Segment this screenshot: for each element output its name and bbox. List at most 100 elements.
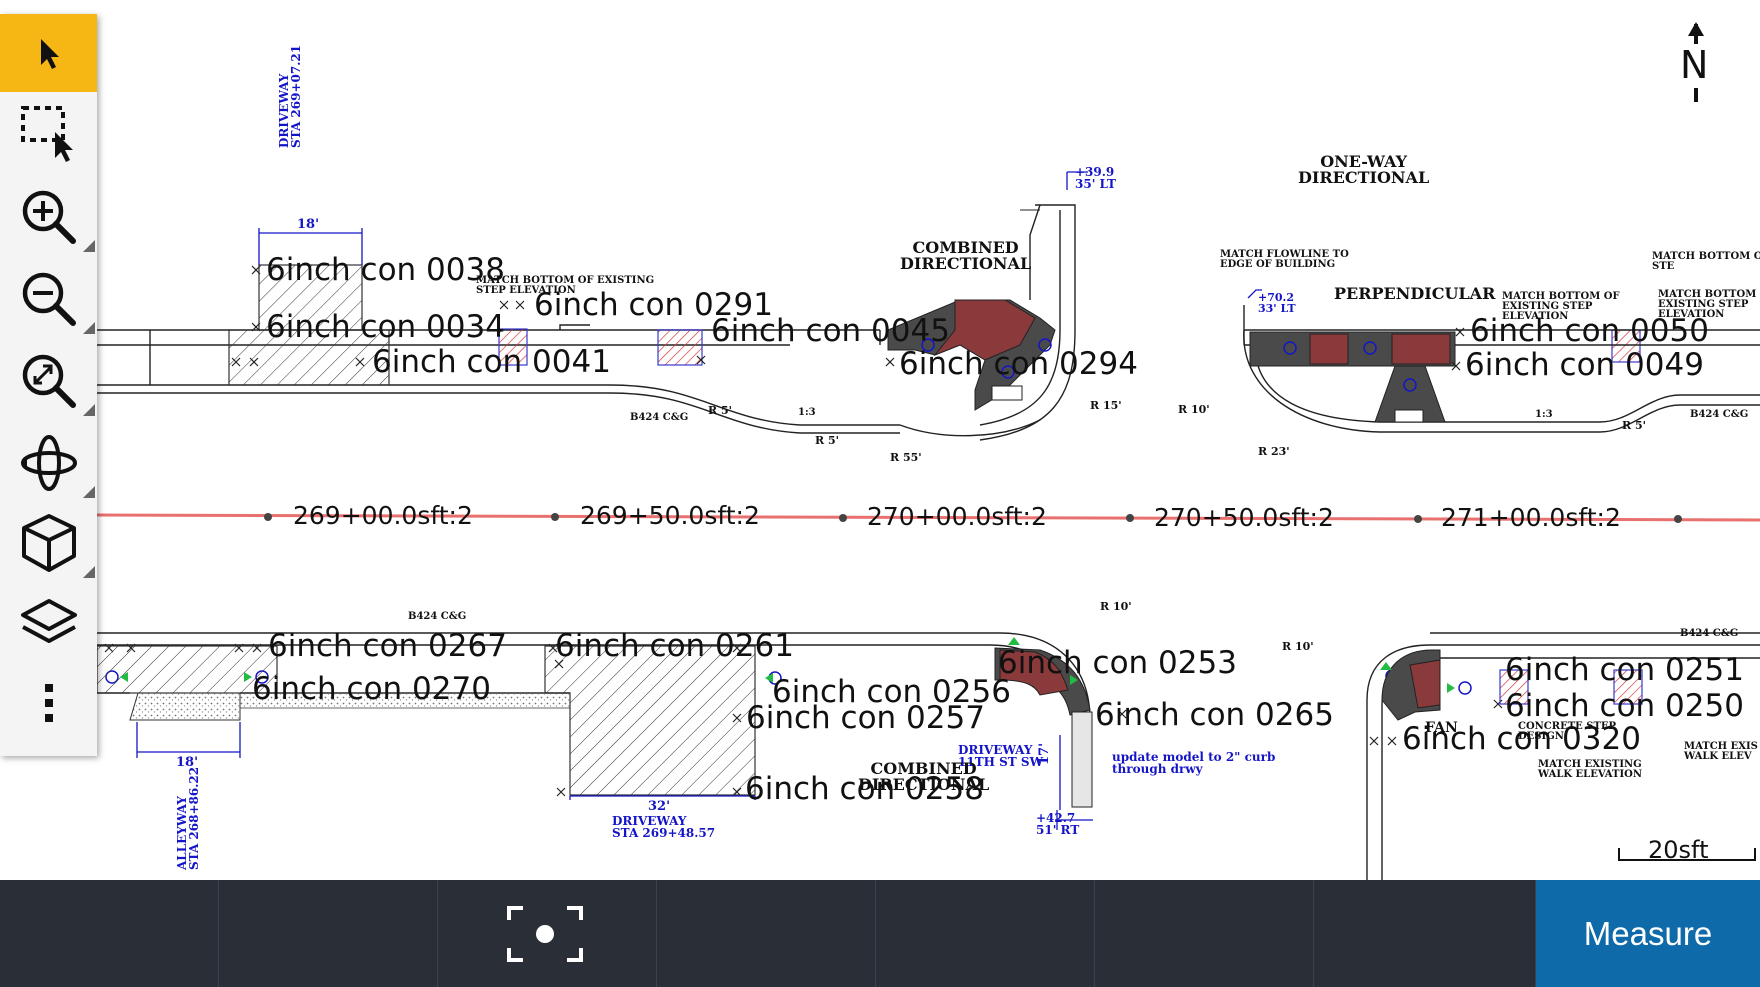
note-match-flowline: MATCH FLOWLINE TO EDGE OF BUILDING — [1220, 249, 1349, 270]
driveway-hatch-bottom-2 — [544, 645, 756, 796]
point-label-0265[interactable]: 6inch con 0265 — [1095, 697, 1334, 733]
dim-18-top: 18' — [297, 217, 320, 232]
dim-32: 32' — [648, 799, 671, 814]
zoom-out-button[interactable] — [0, 260, 97, 338]
label-combined-directional-2: COMBINED DIRECTIONAL — [858, 759, 990, 794]
action-slot-empty[interactable] — [219, 880, 438, 987]
more-tools-button[interactable] — [0, 664, 97, 742]
step-patch — [1611, 329, 1641, 363]
3d-view-button[interactable] — [0, 504, 97, 582]
point-label-0250[interactable]: 6inch con 0250 — [1505, 688, 1744, 724]
measure-button[interactable]: Measure — [1536, 880, 1760, 987]
zoom-in-button[interactable] — [0, 178, 97, 256]
point-label-0270[interactable]: 6inch con 0270 — [252, 671, 491, 707]
capture-screenshot-icon[interactable] — [505, 904, 585, 964]
offset-top: +39.9 35' LT — [1075, 165, 1116, 191]
submenu-corner-icon — [83, 404, 95, 416]
radius-r15: R 15' — [1090, 399, 1122, 412]
ramp-combined-directional-bottom — [994, 647, 1093, 808]
capture-slot[interactable] — [438, 880, 657, 987]
station-label: 269+50.0sft:2 — [580, 501, 760, 530]
offset-mid: +70.2 33' LT — [1258, 291, 1296, 315]
box-select-tool-button[interactable] — [0, 94, 97, 172]
point-label-0294[interactable]: 6inch con 0294 — [899, 346, 1138, 382]
action-slot-empty[interactable] — [0, 880, 219, 987]
point-label-0034[interactable]: 6inch con 0034 — [266, 309, 505, 345]
layers-icon — [20, 599, 77, 643]
scale-bar — [1618, 848, 1756, 861]
zoom-extents-icon — [22, 354, 76, 408]
3d-view-cube-icon — [21, 514, 76, 572]
point-label-0258[interactable]: 6inch con 0258 — [745, 771, 984, 807]
step-patch — [498, 328, 528, 366]
ramp-combined-directional-top — [887, 204, 1076, 441]
point-label-0256[interactable]: 6inch con 0256 — [772, 674, 1011, 710]
step-patch — [657, 329, 703, 366]
dimension-lines-top — [258, 171, 1262, 299]
ramp-perpendicular — [1249, 331, 1456, 423]
more-vertical-icon — [44, 684, 53, 722]
bottom-action-bar: Measure — [0, 880, 1760, 987]
point-label-0253[interactable]: 6inch con 0253 — [998, 645, 1237, 681]
radius-r10a: R 10' — [1178, 403, 1210, 416]
point-label-0261[interactable]: 6inch con 0261 — [555, 628, 794, 664]
select-arrow-icon — [40, 39, 59, 69]
radius-r5c: R 5' — [1622, 419, 1646, 432]
dimension-lines-bottom — [136, 722, 1093, 830]
alignment-station-line — [96, 513, 1760, 522]
orbit-icon — [20, 435, 77, 491]
label-b424-right: B424 C&G — [1690, 409, 1749, 420]
drawing-canvas[interactable]: COMBINED DIRECTIONAL ONE-WAY DIRECTIONAL… — [0, 0, 1760, 880]
radius-r10c: R 10' — [1282, 640, 1314, 653]
layers-button[interactable] — [0, 584, 97, 662]
point-label-0050[interactable]: 6inch con 0050 — [1470, 313, 1709, 349]
point-label-0041[interactable]: 6inch con 0041 — [372, 344, 611, 380]
orbit-button[interactable] — [0, 424, 97, 502]
note-update-model: update model to 2" curb through drwy — [1112, 750, 1276, 776]
zoom-extents-button[interactable] — [0, 342, 97, 420]
station-ticks — [264, 513, 1682, 523]
station-label: 271+00.0sft:2 — [1441, 503, 1621, 532]
north-letter: N — [1680, 43, 1709, 87]
radius-r5b: R 5' — [708, 404, 732, 417]
label-alleyway: ALLEYWAY STA 268+86.22 — [175, 766, 201, 870]
ramp-fan — [1381, 649, 1441, 721]
north-arrow-icon — [1688, 22, 1704, 102]
box-select-icon — [20, 106, 73, 162]
submenu-corner-icon — [83, 322, 95, 334]
zoom-in-icon — [22, 190, 76, 244]
label-driveway-11th: DRIVEWAY 11TH ST SW — [958, 743, 1044, 769]
action-slot-empty[interactable] — [657, 880, 876, 987]
point-label-0291[interactable]: 6inch con 0291 — [534, 287, 773, 323]
radius-r55: R 55' — [890, 451, 922, 464]
select-tool-button[interactable] — [0, 14, 97, 92]
note-match-bottom-2: MATCH BOTTOM OF EXISTING STEP ELEVATION — [1502, 291, 1620, 322]
point-label-0320[interactable]: 6inch con 0320 — [1402, 721, 1641, 757]
point-label-0251[interactable]: 6inch con 0251 — [1505, 652, 1744, 688]
point-label-0049[interactable]: 6inch con 0049 — [1465, 347, 1704, 383]
action-slot-empty[interactable] — [1095, 880, 1314, 987]
label-one-way-directional: ONE-WAY DIRECTIONAL — [1298, 152, 1430, 187]
label-driveway-bottom: DRIVEWAY STA 269+48.57 — [612, 814, 716, 840]
label-combined-directional: COMBINED DIRECTIONAL — [900, 238, 1032, 273]
cad-plan-drawing — [96, 171, 1760, 880]
driveway-hatch-bottom — [96, 645, 278, 694]
point-label-0267[interactable]: 6inch con 0267 — [268, 628, 507, 664]
offset-bottom: +42.7 51' RT — [1036, 811, 1080, 837]
label-perpendicular: PERPENDICULAR — [1334, 284, 1496, 303]
note-match-bottom-right: MATCH BOTTOM O STE — [1652, 251, 1760, 272]
point-label-0038[interactable]: 6inch con 0038 — [266, 252, 505, 288]
label-b424-top: B424 C&G — [630, 412, 689, 423]
submenu-corner-icon — [83, 240, 95, 252]
action-slot-empty[interactable] — [1314, 880, 1536, 987]
point-label-0257[interactable]: 6inch con 0257 — [746, 700, 985, 736]
point-label-0045[interactable]: 6inch con 0045 — [711, 313, 950, 349]
label-driveway-top: DRIVEWAY STA 269+07.21 — [277, 44, 303, 148]
dim-17: 17' — [1037, 742, 1052, 765]
label-fan: FAN — [1425, 720, 1458, 736]
dim-18-bottom: 18' — [176, 755, 199, 770]
left-toolbar — [0, 14, 97, 756]
action-slot-empty[interactable] — [876, 880, 1095, 987]
note-match-bottom: MATCH BOTTOM OF EXISTING STEP ELEVATION — [476, 275, 655, 296]
radius-r10b: R 10' — [1100, 600, 1132, 613]
